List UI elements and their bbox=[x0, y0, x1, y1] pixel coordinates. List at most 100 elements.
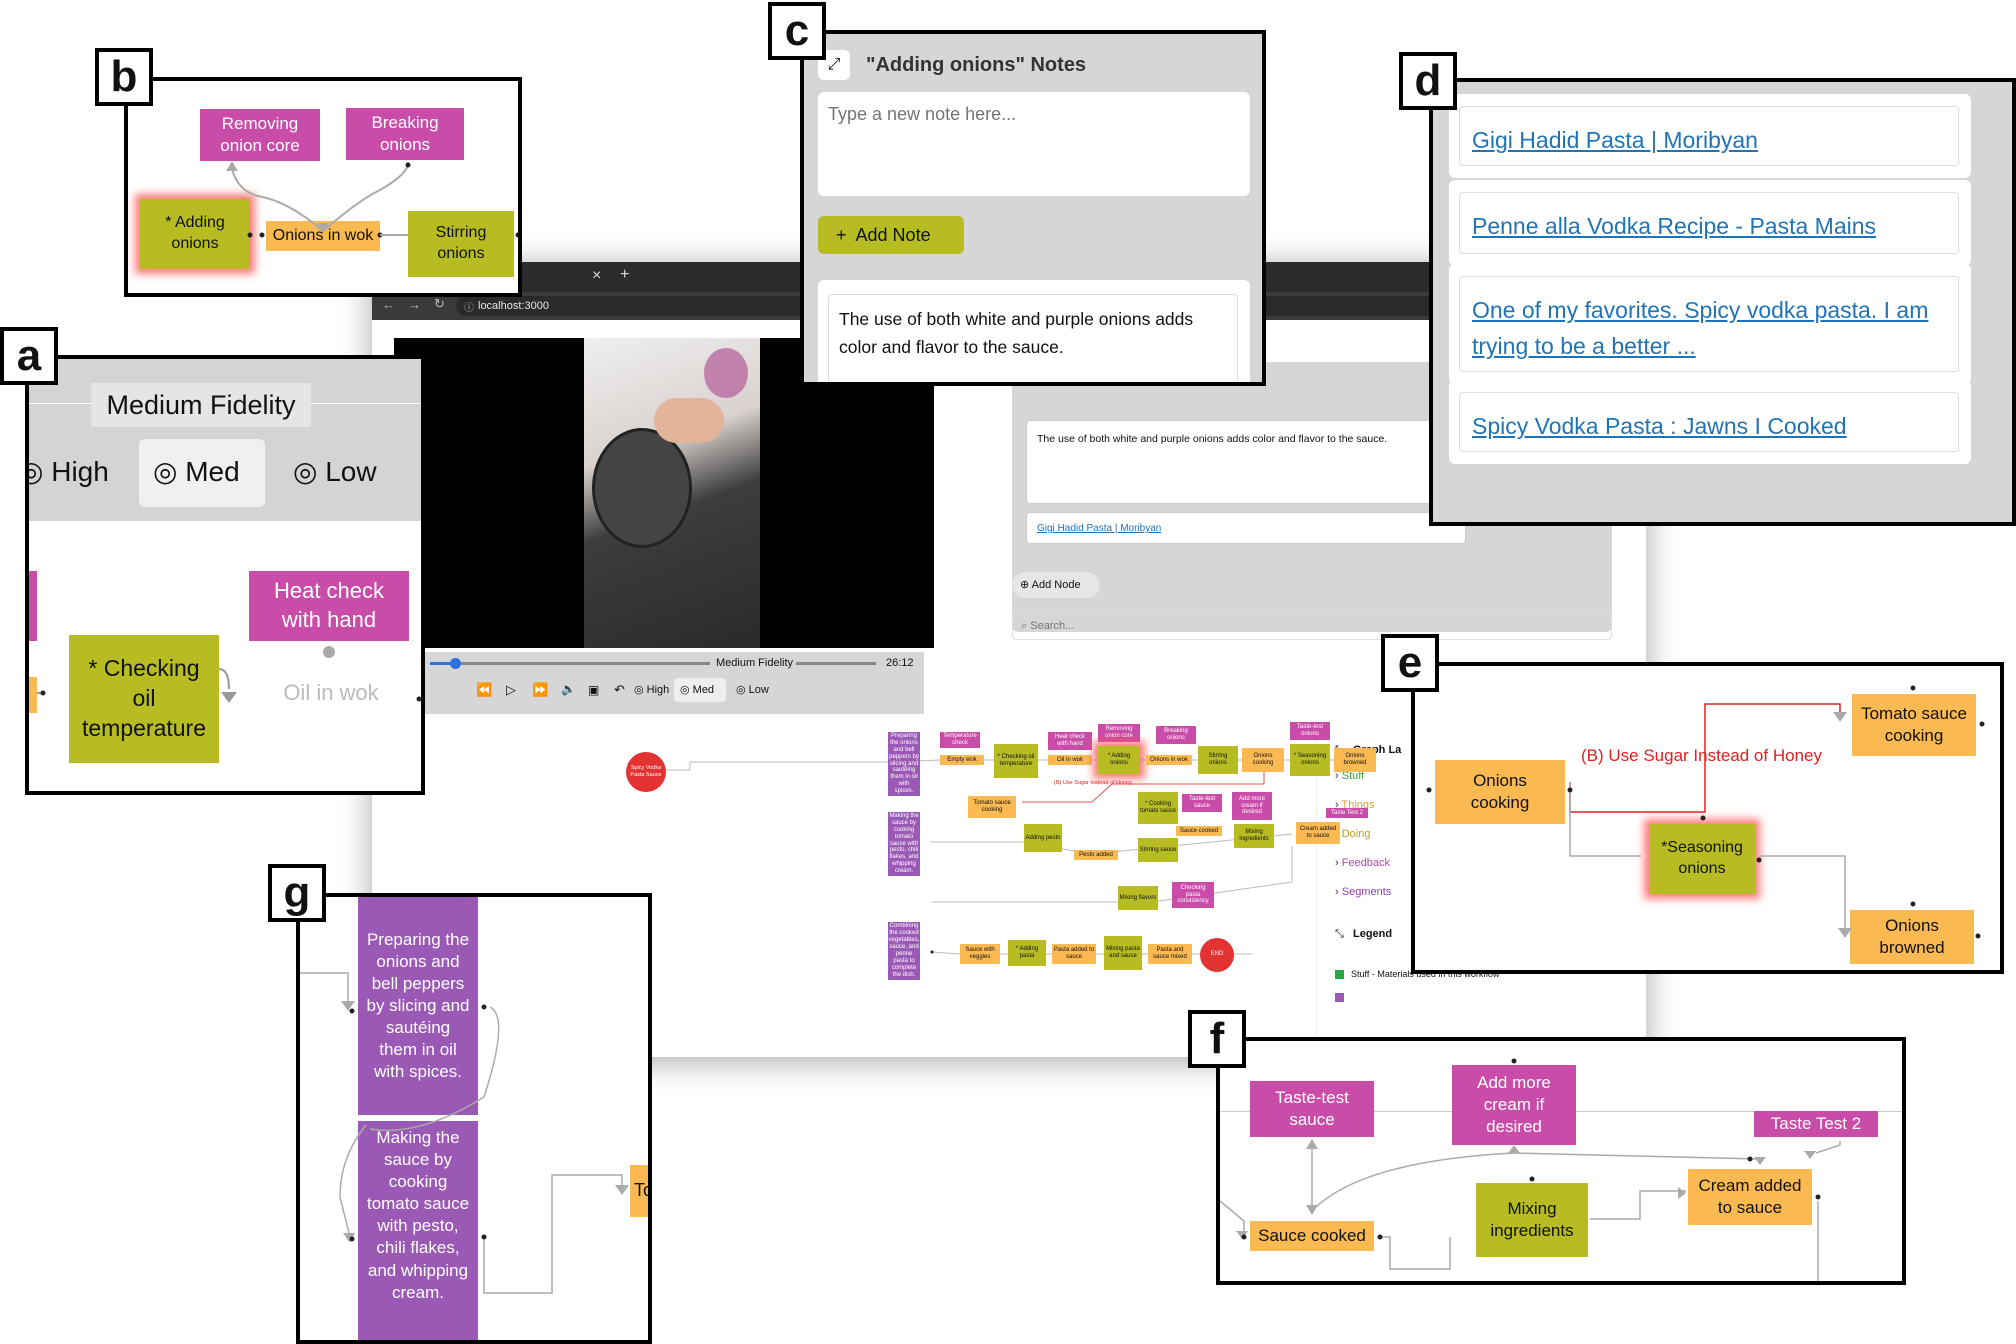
panel-a-oil-in-wok[interactable]: Oil in wok bbox=[283, 679, 379, 705]
panel-e-browned[interactable]: Onions browned bbox=[1850, 910, 1974, 964]
add-node-button[interactable]: ⊕ Add Node bbox=[1012, 572, 1100, 598]
search-input[interactable]: ⌕ Search... bbox=[1012, 612, 1612, 640]
step-node-3[interactable]: Combining the cooked vegetables, sauce, … bbox=[888, 922, 920, 980]
save-icon[interactable]: ▣ bbox=[588, 683, 600, 697]
new-tab-icon[interactable]: + bbox=[620, 266, 630, 283]
panel-f-cream[interactable]: Add more cream if desired bbox=[1452, 1065, 1576, 1145]
panel-f-cream-added[interactable]: Cream added to sauce bbox=[1688, 1169, 1812, 1225]
mini-node-removing-core[interactable]: Removing onion core bbox=[1098, 724, 1140, 742]
progress-track[interactable] bbox=[430, 658, 710, 669]
panel-e-sugar[interactable]: (B) Use Sugar Instead of Honey bbox=[1581, 746, 1822, 765]
reference-link[interactable]: Gigi Hadid Pasta | Moribyan bbox=[1472, 127, 1758, 153]
panel-a-heat-check[interactable]: Heat check with hand bbox=[249, 571, 409, 641]
high-button[interactable]: ◎ High bbox=[634, 684, 670, 696]
mini-node-seasoning[interactable]: * Seasoning onions bbox=[1290, 744, 1330, 776]
legend-swatch-2 bbox=[1335, 993, 1344, 1002]
step-node-1[interactable]: Preparing the onions and bell peppers by… bbox=[888, 732, 920, 796]
mini-node-pasta-added[interactable]: Pasta added to sauce bbox=[1052, 944, 1096, 964]
mini-node-pasta-sauce-mixed[interactable]: Pasta and sauce mixed bbox=[1148, 944, 1192, 964]
panel-b-removing[interactable]: Removing onion core bbox=[200, 109, 320, 161]
sidebar-item-stuff[interactable]: › Stuff bbox=[1335, 770, 1535, 799]
undo-icon[interactable]: ↶ bbox=[614, 682, 625, 697]
mini-node-onions-cooking[interactable]: Onions cooking bbox=[1242, 748, 1284, 772]
mini-node-onions-browned[interactable]: Onions browned bbox=[1334, 748, 1376, 772]
panel-a-high-button[interactable]: ◎ High bbox=[29, 455, 109, 488]
mini-node-checking-oil[interactable]: * Checking oil temperature bbox=[994, 744, 1038, 778]
mini-node-empty-wok[interactable]: Empty wok bbox=[940, 755, 984, 765]
panel-e-seasoning[interactable]: *Seasoning onions bbox=[1649, 824, 1755, 894]
reference-link[interactable]: One of my favorites. Spicy vodka pasta. … bbox=[1472, 297, 1929, 359]
legend-title: Legend bbox=[1353, 928, 1393, 940]
fidelity-track[interactable] bbox=[796, 662, 876, 665]
mini-node-oil-in-wok[interactable]: Oil in wok bbox=[1048, 755, 1092, 765]
panel-c-title: "Adding onions" Notes bbox=[866, 54, 1087, 76]
sugar-edge-label[interactable]: (B) Use Sugar Instead of Honey bbox=[1054, 780, 1132, 786]
panel-f: Taste-test sauce Add more cream if desir… bbox=[1216, 1037, 1906, 1285]
panel-g-making[interactable]: Making the sauce by cooking tomato sauce… bbox=[358, 1121, 478, 1340]
forward-icon[interactable]: → bbox=[408, 297, 421, 312]
panel-f-sauce-cooked[interactable]: Sauce cooked bbox=[1250, 1221, 1374, 1251]
panel-b-stirring[interactable]: Stirring onions bbox=[408, 211, 514, 277]
expand-button[interactable]: ⤢ bbox=[818, 50, 850, 80]
step-node-2[interactable]: Making the sauce by cooking tomato sauce… bbox=[888, 812, 920, 876]
eye-icon: ◎ bbox=[293, 456, 318, 487]
play-icon[interactable]: ▷ bbox=[506, 682, 516, 697]
mini-node-taste-test2[interactable]: Taste Test 2 bbox=[1326, 808, 1368, 818]
mini-node-mixing-pasta[interactable]: Mixing pasta and sauce bbox=[1104, 936, 1142, 970]
med-button[interactable]: ◎ Med bbox=[674, 678, 726, 702]
mini-node-sauce-cooked[interactable]: Sauce cooked bbox=[1176, 826, 1222, 836]
sidebar-item-feedback[interactable]: › Feedback bbox=[1335, 857, 1535, 886]
panel-f-taste2[interactable]: Taste Test 2 bbox=[1754, 1111, 1878, 1137]
note-link[interactable]: Gigi Hadid Pasta | Moribyan bbox=[1037, 523, 1162, 534]
mini-node-temp-check[interactable]: Temperature check bbox=[940, 732, 980, 748]
start-node[interactable]: Spicy Vodka Pasta Sauce bbox=[626, 752, 666, 792]
mini-node-pesto-added[interactable]: Pesto added bbox=[1074, 850, 1118, 860]
mini-node-add-cream[interactable]: Add more cream if desired bbox=[1232, 792, 1272, 820]
panel-e-tomato[interactable]: Tomato sauce cooking bbox=[1852, 694, 1976, 756]
mini-node-breaking[interactable]: Breaking onions bbox=[1156, 726, 1196, 744]
mini-node-heat-check[interactable]: Heat check with hand bbox=[1048, 732, 1092, 750]
mini-node-stirring-sauce[interactable]: Stirring sauce bbox=[1138, 838, 1178, 862]
panel-e-onions-cooking[interactable]: Onions cooking bbox=[1435, 760, 1565, 824]
progress-knob[interactable] bbox=[450, 658, 462, 669]
mini-node-tomato-cooking[interactable]: Tomato sauce cooking bbox=[968, 796, 1016, 818]
end-node[interactable]: END bbox=[1200, 938, 1234, 972]
reference-link[interactable]: Penne alla Vodka Recipe - Pasta Mains bbox=[1472, 213, 1877, 239]
panel-g-prep[interactable]: Preparing the onions and bell peppers by… bbox=[358, 897, 478, 1115]
mini-node-taste-sauce[interactable]: Taste-test sauce bbox=[1182, 794, 1222, 812]
video-player[interactable] bbox=[394, 338, 934, 648]
mini-node-mixing-flavors[interactable]: Mixing flavors bbox=[1118, 886, 1158, 910]
back-icon[interactable]: ← bbox=[382, 297, 395, 312]
note-input[interactable] bbox=[818, 92, 1250, 196]
site-info-icon[interactable]: ⓘ bbox=[464, 303, 474, 314]
reload-icon[interactable]: ↻ bbox=[434, 296, 445, 311]
reference-link[interactable]: Spicy Vodka Pasta : Jawns I Cooked bbox=[1472, 413, 1847, 439]
panel-a-med-button[interactable]: ◎ Med bbox=[139, 439, 265, 507]
mini-node-adding-pasta[interactable]: * Adding pasta bbox=[1008, 940, 1046, 966]
mini-node-sauce-veggies[interactable]: Sauce with veggies bbox=[960, 944, 1000, 964]
chevron-right-icon: › bbox=[1335, 886, 1342, 898]
mini-node-onions-in-wok[interactable]: Onions in wok bbox=[1146, 755, 1192, 765]
panel-a-checking-oil[interactable]: * Checking oil temperature bbox=[69, 635, 219, 763]
panel-b-adding[interactable]: * Adding onions bbox=[140, 199, 250, 269]
mini-node-adding-onions[interactable]: * Adding onions bbox=[1098, 746, 1140, 774]
mini-node-adding-pesto[interactable]: Adding pesto bbox=[1024, 824, 1062, 852]
mini-node-stirring[interactable]: Stirring onions bbox=[1198, 746, 1238, 774]
panel-g-partial[interactable]: To bbox=[630, 1165, 648, 1217]
tab-close-icon[interactable]: × bbox=[592, 267, 602, 284]
mini-node-taste-test-onions[interactable]: Taste-test onions bbox=[1290, 722, 1330, 740]
volume-icon[interactable]: 🔈 bbox=[561, 682, 576, 696]
mini-node-mixing-ingredients[interactable]: Mixing ingredients bbox=[1234, 824, 1274, 848]
rewind-icon[interactable]: ⏪ bbox=[476, 682, 493, 697]
fast-forward-icon[interactable]: ⏩ bbox=[532, 682, 549, 697]
mini-node-cream-added[interactable]: Cream added to sauce bbox=[1296, 822, 1340, 844]
mini-node-checking-pasta[interactable]: Checking pasta consistency bbox=[1172, 882, 1214, 908]
sidebar-item-segments[interactable]: › Segments bbox=[1335, 886, 1535, 915]
low-button[interactable]: ◎ Low bbox=[736, 684, 769, 696]
panel-a-low-button[interactable]: ◎ Low bbox=[293, 455, 377, 488]
panel-f-taste[interactable]: Taste-test sauce bbox=[1250, 1081, 1374, 1137]
panel-b-breaking[interactable]: Breaking onions bbox=[346, 108, 464, 160]
panel-f-mixing[interactable]: Mixing ingredients bbox=[1476, 1183, 1588, 1257]
add-note-button[interactable]: + Add Note bbox=[818, 216, 964, 254]
mini-node-cooking-tomato[interactable]: * Cooking tomato sauce bbox=[1138, 792, 1178, 824]
